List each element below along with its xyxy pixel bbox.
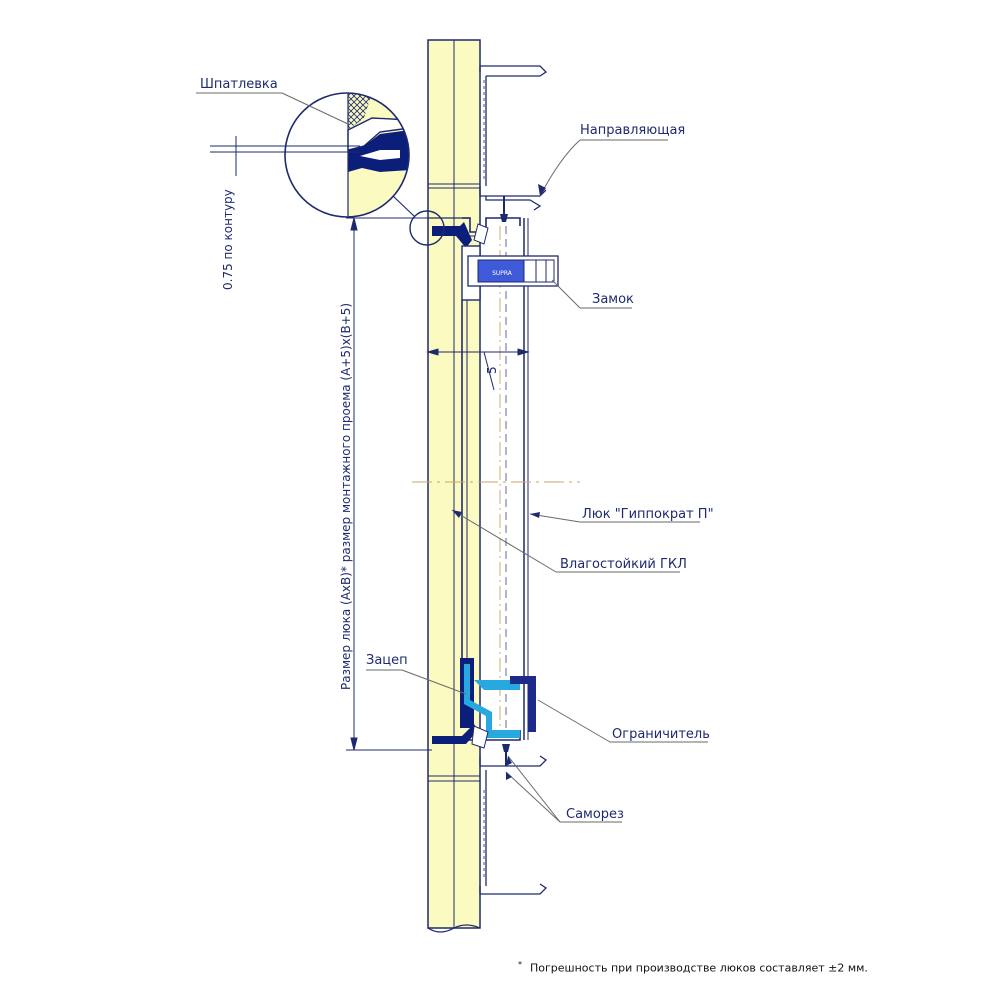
lock-mechanism: SUPRA [461, 245, 559, 301]
dimension-lines [210, 136, 530, 751]
leader-lines [196, 92, 708, 823]
label-putty: Шпатлевка [200, 77, 278, 92]
footnote-text: Погрешность при производстве люков соста… [530, 961, 868, 975]
label-gkl: Влагостойкий ГКЛ [560, 557, 687, 572]
label-hatch: Люк "Гиппократ П" [582, 507, 714, 522]
upper-guide-profile [428, 65, 548, 211]
hatch-frame [412, 217, 580, 741]
bottom-hook-detail [432, 658, 536, 766]
lower-guide-profile [428, 755, 548, 895]
label-guide: Направляющая [580, 123, 685, 138]
gkl-board [427, 39, 481, 933]
dimension-contour: 0.75 по контуру [221, 189, 235, 290]
label-lock: Замок [592, 292, 634, 307]
detail-magnifier [284, 92, 445, 246]
label-screw: Саморез [566, 807, 624, 822]
label-hook: Зацеп [366, 653, 408, 668]
dimension-hatch-size: Размер люка (AxB)* размер монтажного про… [339, 303, 353, 690]
lock-brand-label: SUPRA [492, 270, 513, 277]
top-frame-detail [432, 196, 508, 248]
label-limiter: Ограничитель [612, 727, 710, 742]
footnote: * Погрешность при производстве люков сост… [518, 960, 868, 975]
dimension-depth: 5 [485, 366, 499, 374]
leader-arrows [452, 184, 546, 780]
footnote-mark: * [518, 960, 522, 969]
